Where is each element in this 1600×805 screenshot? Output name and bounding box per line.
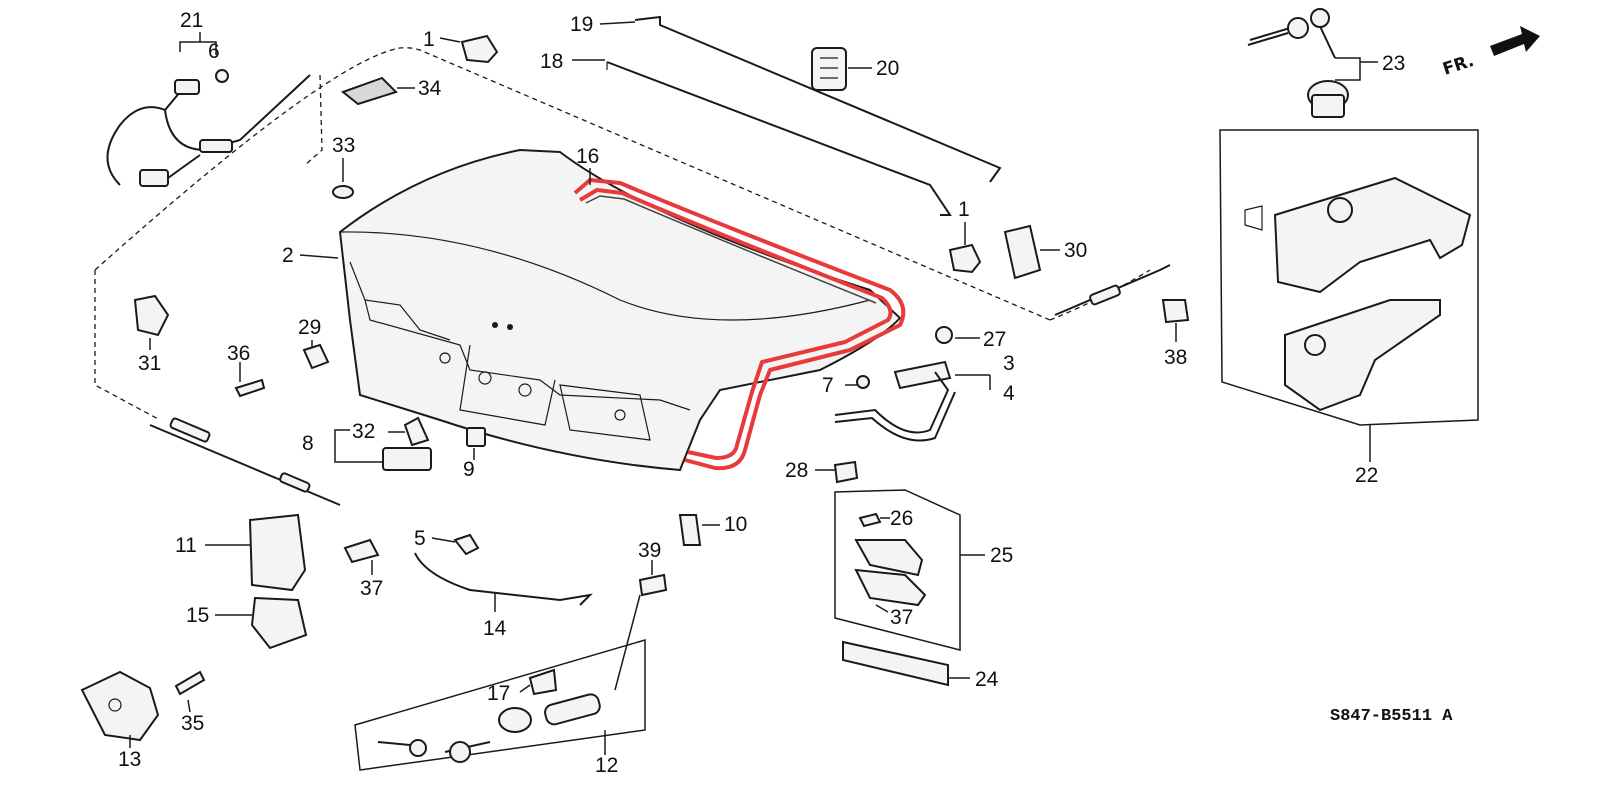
callout-14: 14 — [483, 617, 507, 640]
callout-6: 6 — [208, 40, 220, 63]
license-light-housing[interactable] — [854, 539, 924, 577]
callout-34: 34 — [418, 77, 442, 100]
callout-28: 28 — [785, 459, 808, 482]
callout-37-right: 37 — [890, 606, 913, 629]
callout-16: 16 — [576, 145, 599, 168]
callout-15: 15 — [186, 604, 209, 627]
callout-22: 22 — [1355, 464, 1378, 487]
callout-32: 32 — [352, 420, 375, 443]
callout-24: 24 — [975, 668, 999, 691]
harness-clip[interactable] — [1003, 224, 1042, 280]
rod-clip[interactable] — [811, 47, 847, 91]
latch-base[interactable] — [1284, 299, 1441, 412]
key-cylinder-set[interactable] — [1247, 8, 1349, 118]
rod-holder-middle[interactable] — [948, 243, 982, 274]
callout-1-top: 1 — [423, 28, 435, 51]
bolt-36[interactable] — [234, 378, 266, 398]
front-label: FR. — [1440, 51, 1476, 80]
bolt-35[interactable] — [174, 670, 206, 696]
license-light-group-box — [834, 489, 961, 651]
license-light-gasket[interactable] — [854, 568, 927, 607]
trunk-weatherstrip-seal[interactable] — [573, 178, 906, 471]
callout-35: 35 — [181, 712, 204, 735]
callout-27: 27 — [983, 328, 1006, 351]
torsion-bar-left[interactable] — [606, 61, 952, 216]
lid-bumper[interactable] — [678, 514, 702, 546]
torsion-bar-right[interactable] — [634, 15, 1002, 183]
trunk-opener-switch-cable[interactable] — [106, 69, 311, 187]
callout-36: 36 — [227, 342, 250, 365]
callout-39: 39 — [638, 539, 661, 562]
callout-38: 38 — [1164, 346, 1187, 369]
lock-rod[interactable] — [414, 552, 593, 606]
callout-25: 25 — [990, 544, 1013, 567]
callout-30: 30 — [1064, 239, 1087, 262]
callout-5: 5 — [414, 527, 426, 550]
bolt-28[interactable] — [833, 460, 859, 484]
bolt-37-left[interactable] — [343, 538, 380, 564]
callout-12: 12 — [595, 754, 618, 777]
callout-20: 20 — [876, 57, 899, 80]
leader-lines — [129, 21, 1378, 755]
callout-21: 21 — [180, 9, 203, 32]
washer[interactable] — [858, 512, 882, 528]
diagram-code: S847-B5511 A — [1330, 707, 1453, 726]
assembly-boundary-line — [94, 47, 1151, 421]
cable-clip[interactable] — [133, 294, 170, 337]
front-direction-arrow: FR. — [1440, 26, 1540, 80]
trunk-garnish[interactable] — [1244, 176, 1472, 294]
rear-garnish-group-box — [1219, 129, 1479, 426]
callout-13: 13 — [118, 748, 141, 771]
callout-9: 9 — [463, 458, 475, 481]
callout-7: 7 — [822, 374, 834, 397]
callout-19: 19 — [570, 13, 593, 36]
callout-4: 4 — [1003, 382, 1015, 405]
trunk-latch[interactable] — [248, 513, 307, 592]
opener-cable-lower[interactable] — [149, 424, 341, 506]
callout-11: 11 — [175, 534, 197, 557]
hinge-assembly[interactable] — [834, 326, 956, 442]
clip-nut[interactable] — [302, 343, 330, 370]
callout-29: 29 — [298, 316, 321, 339]
cylinder-set-group-box — [354, 638, 646, 771]
callout-2: 2 — [282, 244, 294, 267]
rod-clip-5[interactable] — [453, 533, 480, 556]
callout-10: 10 — [724, 513, 747, 536]
bolt-38[interactable] — [1161, 299, 1190, 324]
trunk-lock-cylinder[interactable] — [377, 693, 602, 763]
callout-23: 23 — [1382, 52, 1405, 75]
callout-17: 17 — [487, 682, 510, 705]
callout-37-left: 37 — [360, 577, 383, 600]
callout-labels: 21 6 1 19 18 20 34 33 16 2 1 30 23 29 31… — [118, 9, 1453, 777]
grommet[interactable] — [332, 185, 354, 199]
callout-18: 18 — [540, 50, 563, 73]
callout-26: 26 — [890, 507, 913, 530]
callout-1-mid: 1 — [958, 198, 970, 221]
rod-holder-17[interactable] — [528, 668, 558, 696]
callout-8: 8 — [302, 432, 314, 455]
latch-cover[interactable] — [250, 596, 308, 650]
callout-31: 31 — [138, 352, 161, 375]
lid-stopper[interactable] — [382, 447, 432, 471]
pad[interactable] — [340, 76, 398, 106]
stopper-cushion[interactable] — [403, 416, 430, 447]
rod-holder-top[interactable] — [460, 34, 499, 64]
striker[interactable] — [80, 670, 160, 742]
trunk-lid[interactable] — [338, 148, 902, 472]
callout-3: 3 — [1003, 352, 1015, 375]
rubber-bumper[interactable] — [466, 427, 486, 447]
callout-33: 33 — [332, 134, 355, 157]
license-light-lens[interactable] — [842, 640, 949, 687]
bolt-39[interactable] — [638, 573, 668, 597]
